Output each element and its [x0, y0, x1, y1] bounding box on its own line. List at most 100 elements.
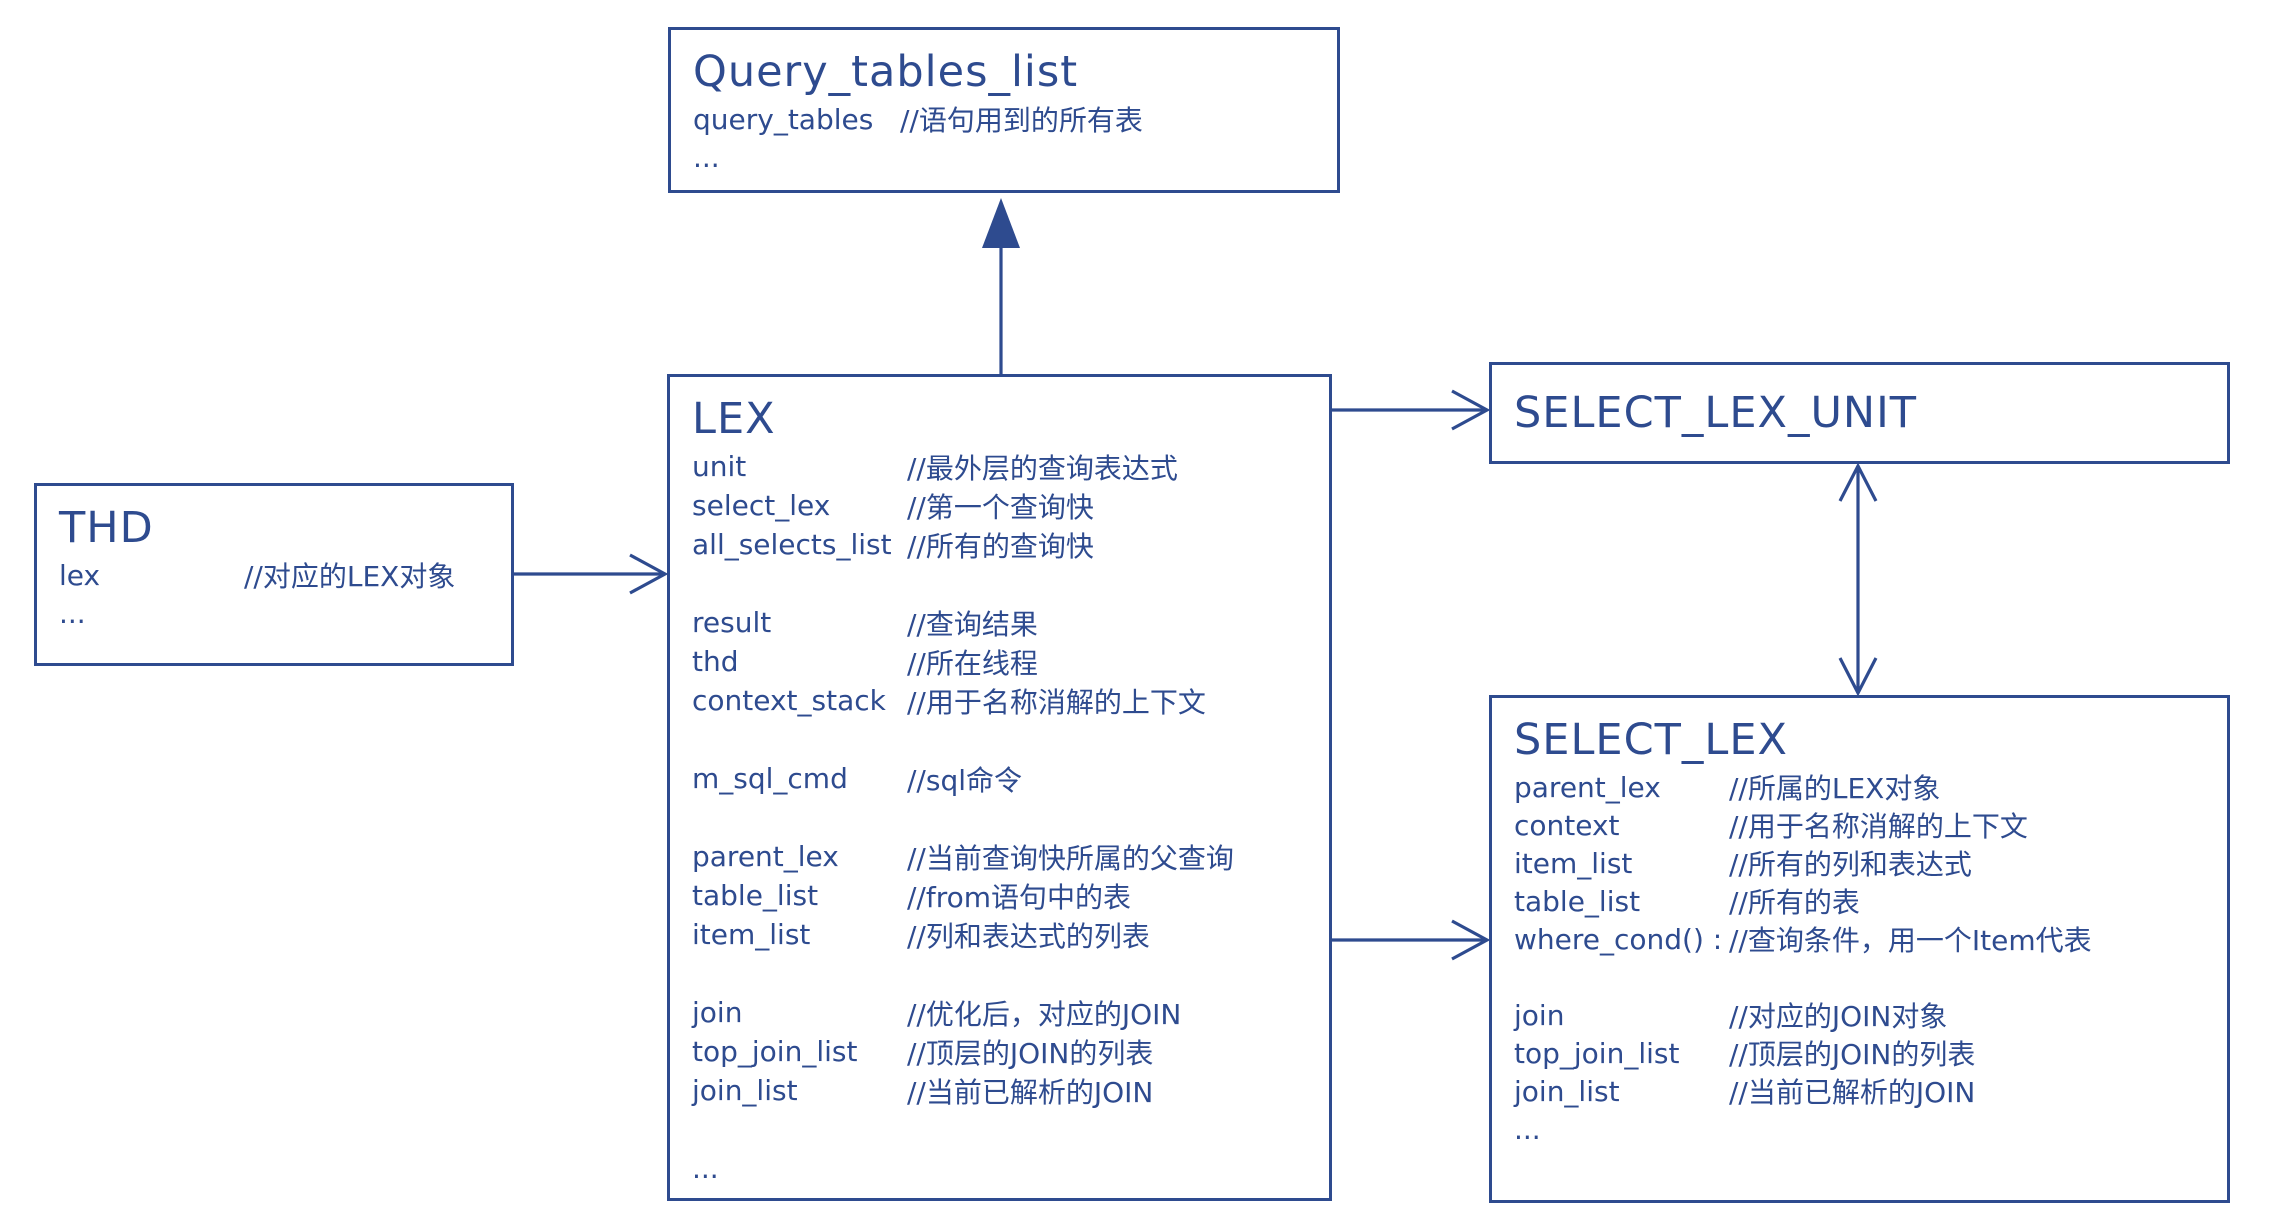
- field-row: context //用于名称消解的上下文: [1514, 806, 2217, 844]
- field-row: result //查询结果: [692, 603, 1319, 642]
- field-row: query_tables //语句用到的所有表: [693, 100, 1327, 138]
- field-row: [692, 954, 1319, 993]
- field-name: item_list: [1514, 846, 1633, 880]
- field-comment: //查询结果: [907, 607, 1038, 641]
- field-name: unit: [692, 450, 747, 483]
- field-row: [1514, 958, 2217, 996]
- field-name: ...: [692, 1152, 719, 1185]
- query-tables-list-title: Query_tables_list: [693, 47, 1079, 97]
- field-row: ...: [1514, 1110, 2217, 1148]
- arrow-lex-to-select-lex-unit: [1332, 389, 1491, 431]
- field-name: parent_lex: [1514, 770, 1661, 804]
- field-row: parent_lex //所属的LEX对象: [1514, 768, 2217, 806]
- field-comment: //所有的查询快: [907, 529, 1094, 563]
- field-row: top_join_list //顶层的JOIN的列表: [692, 1032, 1319, 1071]
- field-name: join_list: [692, 1074, 798, 1107]
- field-comment: //对应的JOIN对象: [1729, 1000, 1948, 1033]
- field-row: lex //对应的LEX对象: [59, 556, 501, 594]
- lex-fields: unit //最外层的查询表达式 select_lex //第一个查询快 all…: [692, 447, 1319, 1188]
- field-row: m_sql_cmd //sql命令: [692, 759, 1319, 798]
- field-comment: //所在线程: [907, 646, 1038, 680]
- arrow-thd-to-lex: [514, 553, 669, 595]
- field-name: top_join_list: [1514, 1036, 1680, 1070]
- select-lex-title: SELECT_LEX: [1514, 715, 1788, 765]
- field-row: item_list //所有的列和表达式: [1514, 844, 2217, 882]
- field-row: all_selects_list //所有的查询快: [692, 525, 1319, 564]
- field-row: top_join_list //顶层的JOIN的列表: [1514, 1034, 2217, 1072]
- thd-box: THD lex //对应的LEX对象 ...: [34, 483, 514, 666]
- field-row: item_list //列和表达式的列表: [692, 915, 1319, 954]
- field-name: where_cond() :: [1514, 922, 1723, 956]
- field-row: unit //最外层的查询表达式: [692, 447, 1319, 486]
- field-name: table_list: [1514, 884, 1641, 918]
- field-row: join //优化后，对应的JOIN: [692, 993, 1319, 1032]
- field-name: lex: [59, 558, 101, 592]
- lex-box: LEX unit //最外层的查询表达式 select_lex //第一个查询快…: [667, 374, 1332, 1201]
- field-comment: //优化后，对应的JOIN: [907, 997, 1182, 1031]
- query-tables-list-box: Query_tables_list query_tables //语句用到的所有…: [668, 27, 1340, 193]
- select-lex-unit-box: SELECT_LEX_UNIT: [1489, 362, 2230, 464]
- field-name: query_tables: [693, 102, 874, 136]
- field-comment: //用于名称消解的上下文: [907, 685, 1206, 719]
- field-comment: //from语句中的表: [907, 880, 1132, 914]
- field-comment: //第一个查询快: [907, 490, 1094, 524]
- field-name: m_sql_cmd: [692, 762, 848, 795]
- field-name: ...: [693, 140, 720, 174]
- field-row: context_stack //用于名称消解的上下文: [692, 681, 1319, 720]
- field-name: parent_lex: [692, 840, 839, 873]
- field-row: join //对应的JOIN对象: [1514, 996, 2217, 1034]
- field-name: join_list: [1514, 1074, 1620, 1108]
- field-name: join: [1514, 998, 1565, 1032]
- field-comment: //最外层的查询表达式: [907, 451, 1178, 485]
- query-tables-list-fields: query_tables //语句用到的所有表 ...: [693, 100, 1327, 176]
- select-lex-unit-title: SELECT_LEX_UNIT: [1514, 388, 1918, 438]
- field-comment: //顶层的JOIN的列表: [1729, 1038, 1976, 1071]
- lex-title: LEX: [692, 394, 776, 444]
- field-row: join_list //当前已解析的JOIN: [1514, 1072, 2217, 1110]
- field-comment: //当前已解析的JOIN: [1729, 1076, 1976, 1109]
- field-comment: //对应的LEX对象: [244, 560, 456, 593]
- thd-fields: lex //对应的LEX对象 ...: [59, 556, 501, 632]
- field-row: thd //所在线程: [692, 642, 1319, 681]
- field-row: ...: [692, 1149, 1319, 1188]
- field-row: where_cond() : //查询条件，用一个Item代表: [1514, 920, 2217, 958]
- field-comment: //语句用到的所有表: [900, 104, 1143, 137]
- field-comment: //查询条件，用一个Item代表: [1729, 924, 2092, 957]
- field-comment: //当前已解析的JOIN: [907, 1075, 1154, 1109]
- field-row: join_list //当前已解析的JOIN: [692, 1071, 1319, 1110]
- field-row: table_list //from语句中的表: [692, 876, 1319, 915]
- field-comment: //所有的列和表达式: [1729, 848, 1972, 881]
- field-row: select_lex //第一个查询快: [692, 486, 1319, 525]
- field-name: thd: [692, 645, 739, 678]
- field-name: ...: [1514, 1112, 1541, 1146]
- field-row: [692, 720, 1319, 759]
- field-comment: //当前查询快所属的父查询: [907, 841, 1234, 875]
- field-name: table_list: [692, 879, 819, 912]
- field-row: [692, 1110, 1319, 1149]
- field-name: ...: [59, 596, 86, 630]
- field-name: all_selects_list: [692, 528, 892, 561]
- field-row: [692, 564, 1319, 603]
- field-name: top_join_list: [692, 1035, 858, 1068]
- field-name: context_stack: [692, 684, 886, 717]
- field-name: result: [692, 606, 772, 639]
- select-lex-fields: parent_lex //所属的LEX对象 context //用于名称消解的上…: [1514, 768, 2217, 1148]
- field-comment: //sql命令: [907, 763, 1023, 797]
- field-comment: //所有的表: [1729, 886, 1860, 919]
- arrow-select-lex-unit-to-select-lex: [1838, 462, 1878, 697]
- select-lex-box: SELECT_LEX parent_lex //所属的LEX对象 context…: [1489, 695, 2230, 1203]
- field-row: [692, 798, 1319, 837]
- field-row: parent_lex //当前查询快所属的父查询: [692, 837, 1319, 876]
- arrow-lex-to-select-lex: [1332, 919, 1491, 961]
- field-comment: //顶层的JOIN的列表: [907, 1036, 1154, 1070]
- field-row: table_list //所有的表: [1514, 882, 2217, 920]
- field-comment: //用于名称消解的上下文: [1729, 810, 2028, 843]
- thd-title: THD: [59, 503, 154, 553]
- field-name: item_list: [692, 918, 811, 951]
- field-row: ...: [59, 594, 501, 632]
- field-comment: //所属的LEX对象: [1729, 772, 1941, 805]
- field-name: join: [692, 996, 743, 1029]
- arrow-lex-to-query-tables-list: [982, 198, 1020, 374]
- field-name: context: [1514, 808, 1620, 842]
- field-name: select_lex: [692, 489, 831, 522]
